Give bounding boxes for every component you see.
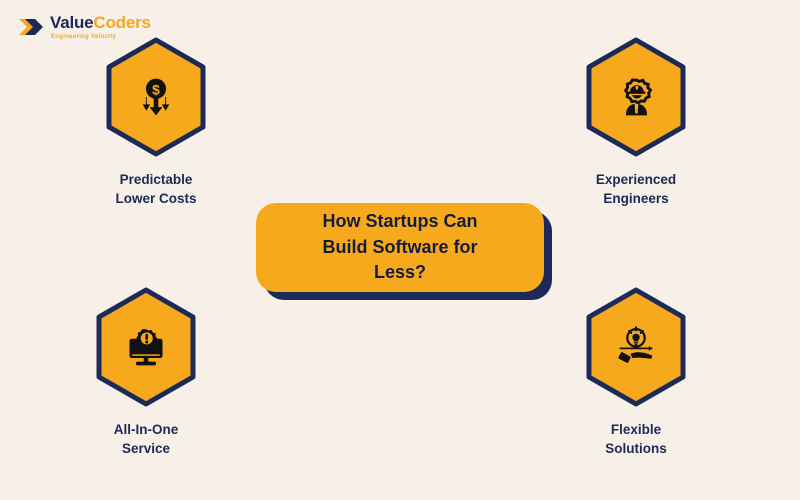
hexagon-all-in-one-service	[93, 286, 199, 408]
node-flexible-solutions[interactable]: Flexible Solutions	[561, 286, 711, 458]
engineer-in-gear-icon	[583, 36, 689, 158]
node-label-flexible-solutions: Flexible Solutions	[605, 422, 667, 457]
node-label-all-in-one-service: All-In-One Service	[113, 422, 179, 457]
svg-text:$: $	[152, 82, 160, 97]
node-experienced-engineers[interactable]: Experienced Engineers	[561, 36, 711, 208]
center-card-face: How Startups Can Build Software for Less…	[256, 203, 544, 292]
node-label-predictable-lower-costs: Predictable Lower Costs	[115, 172, 197, 207]
hexagon-experienced-engineers	[583, 36, 689, 158]
node-predictable-lower-costs[interactable]: $ Predictable Lower Costs	[81, 36, 231, 208]
brand-wordmark: ValueCoders Engineering Velocity	[50, 14, 151, 40]
center-callout-card[interactable]: How Startups Can Build Software for Less…	[256, 203, 552, 300]
valuecoders-arrow-logo-icon	[18, 15, 44, 39]
hand-holding-lightbulb-icon	[583, 286, 689, 408]
brand-logo: ValueCoders Engineering Velocity	[18, 14, 151, 40]
dollar-coin-down-arrows-icon: $	[103, 36, 209, 158]
monitor-gear-icon	[93, 286, 199, 408]
hexagon-predictable-lower-costs: $	[103, 36, 209, 158]
brand-name-coders: Coders	[93, 13, 151, 32]
center-card-title: How Startups Can Build Software for Less…	[322, 211, 478, 283]
brand-name-value: Value	[50, 13, 94, 32]
node-all-in-one-service[interactable]: All-In-One Service	[71, 286, 221, 458]
hexagon-flexible-solutions	[583, 286, 689, 408]
brand-tagline: Engineering Velocity	[51, 34, 117, 40]
node-label-experienced-engineers: Experienced Engineers	[595, 172, 677, 207]
